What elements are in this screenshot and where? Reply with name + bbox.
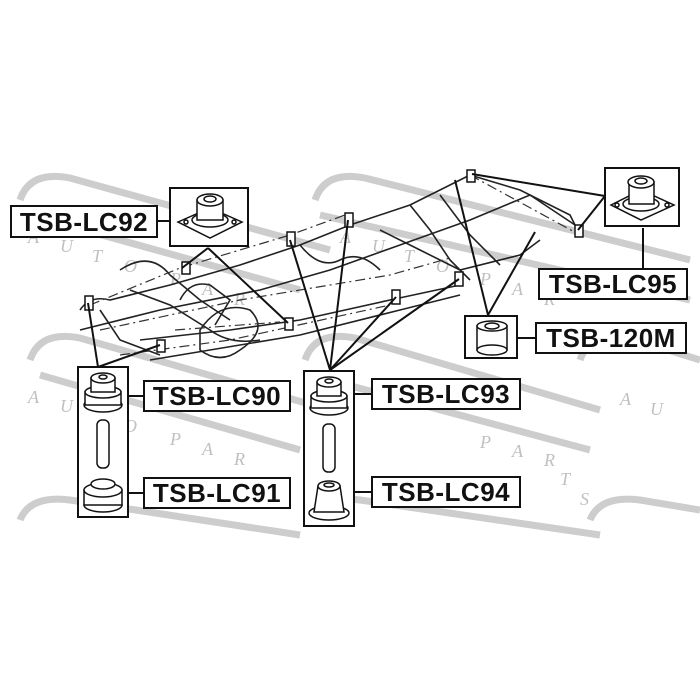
- part-label-tsb-lc95: TSB-LC95: [538, 268, 688, 300]
- part-label-tsb-lc90: TSB-LC90: [143, 380, 291, 412]
- sleeve-lc90-icon: [96, 419, 110, 469]
- svg-text:A: A: [27, 387, 40, 407]
- svg-text:U: U: [60, 396, 74, 416]
- mount-lc92-icon: [176, 193, 244, 239]
- mount-lc91-icon: [83, 478, 123, 513]
- svg-text:T: T: [560, 469, 572, 489]
- svg-text:A: A: [619, 389, 632, 409]
- svg-text:A: A: [511, 441, 524, 461]
- svg-text:P: P: [169, 429, 181, 449]
- part-drawings: [83, 175, 676, 521]
- mount-lc94-icon: [308, 480, 350, 521]
- svg-text:P: P: [479, 432, 491, 452]
- svg-text:A: A: [201, 279, 214, 299]
- svg-text:S: S: [580, 489, 589, 509]
- svg-text:A: A: [201, 439, 214, 459]
- part-label-tsb-lc91: TSB-LC91: [143, 477, 291, 509]
- part-label-tsb-lc93: TSB-LC93: [371, 378, 521, 410]
- svg-text:P: P: [479, 269, 491, 289]
- svg-text:U: U: [60, 236, 74, 256]
- svg-text:A: A: [511, 279, 524, 299]
- part-label-tsb-lc92: TSB-LC92: [10, 205, 158, 238]
- mount-lc90-icon: [83, 372, 123, 413]
- svg-text:T: T: [404, 246, 416, 266]
- svg-text:U: U: [650, 399, 664, 419]
- mount-lc95-icon: [609, 175, 676, 221]
- mount-lc93-icon: [309, 376, 349, 416]
- svg-text:R: R: [543, 450, 555, 470]
- svg-text:R: R: [233, 449, 245, 469]
- svg-text:O: O: [124, 256, 137, 276]
- part-label-tsb-120m: TSB-120M: [535, 322, 687, 354]
- sleeve-lc93-icon: [322, 423, 336, 473]
- part-label-tsb-lc94: TSB-LC94: [371, 476, 521, 508]
- svg-text:T: T: [92, 246, 104, 266]
- bushing-120m-icon: [476, 320, 508, 356]
